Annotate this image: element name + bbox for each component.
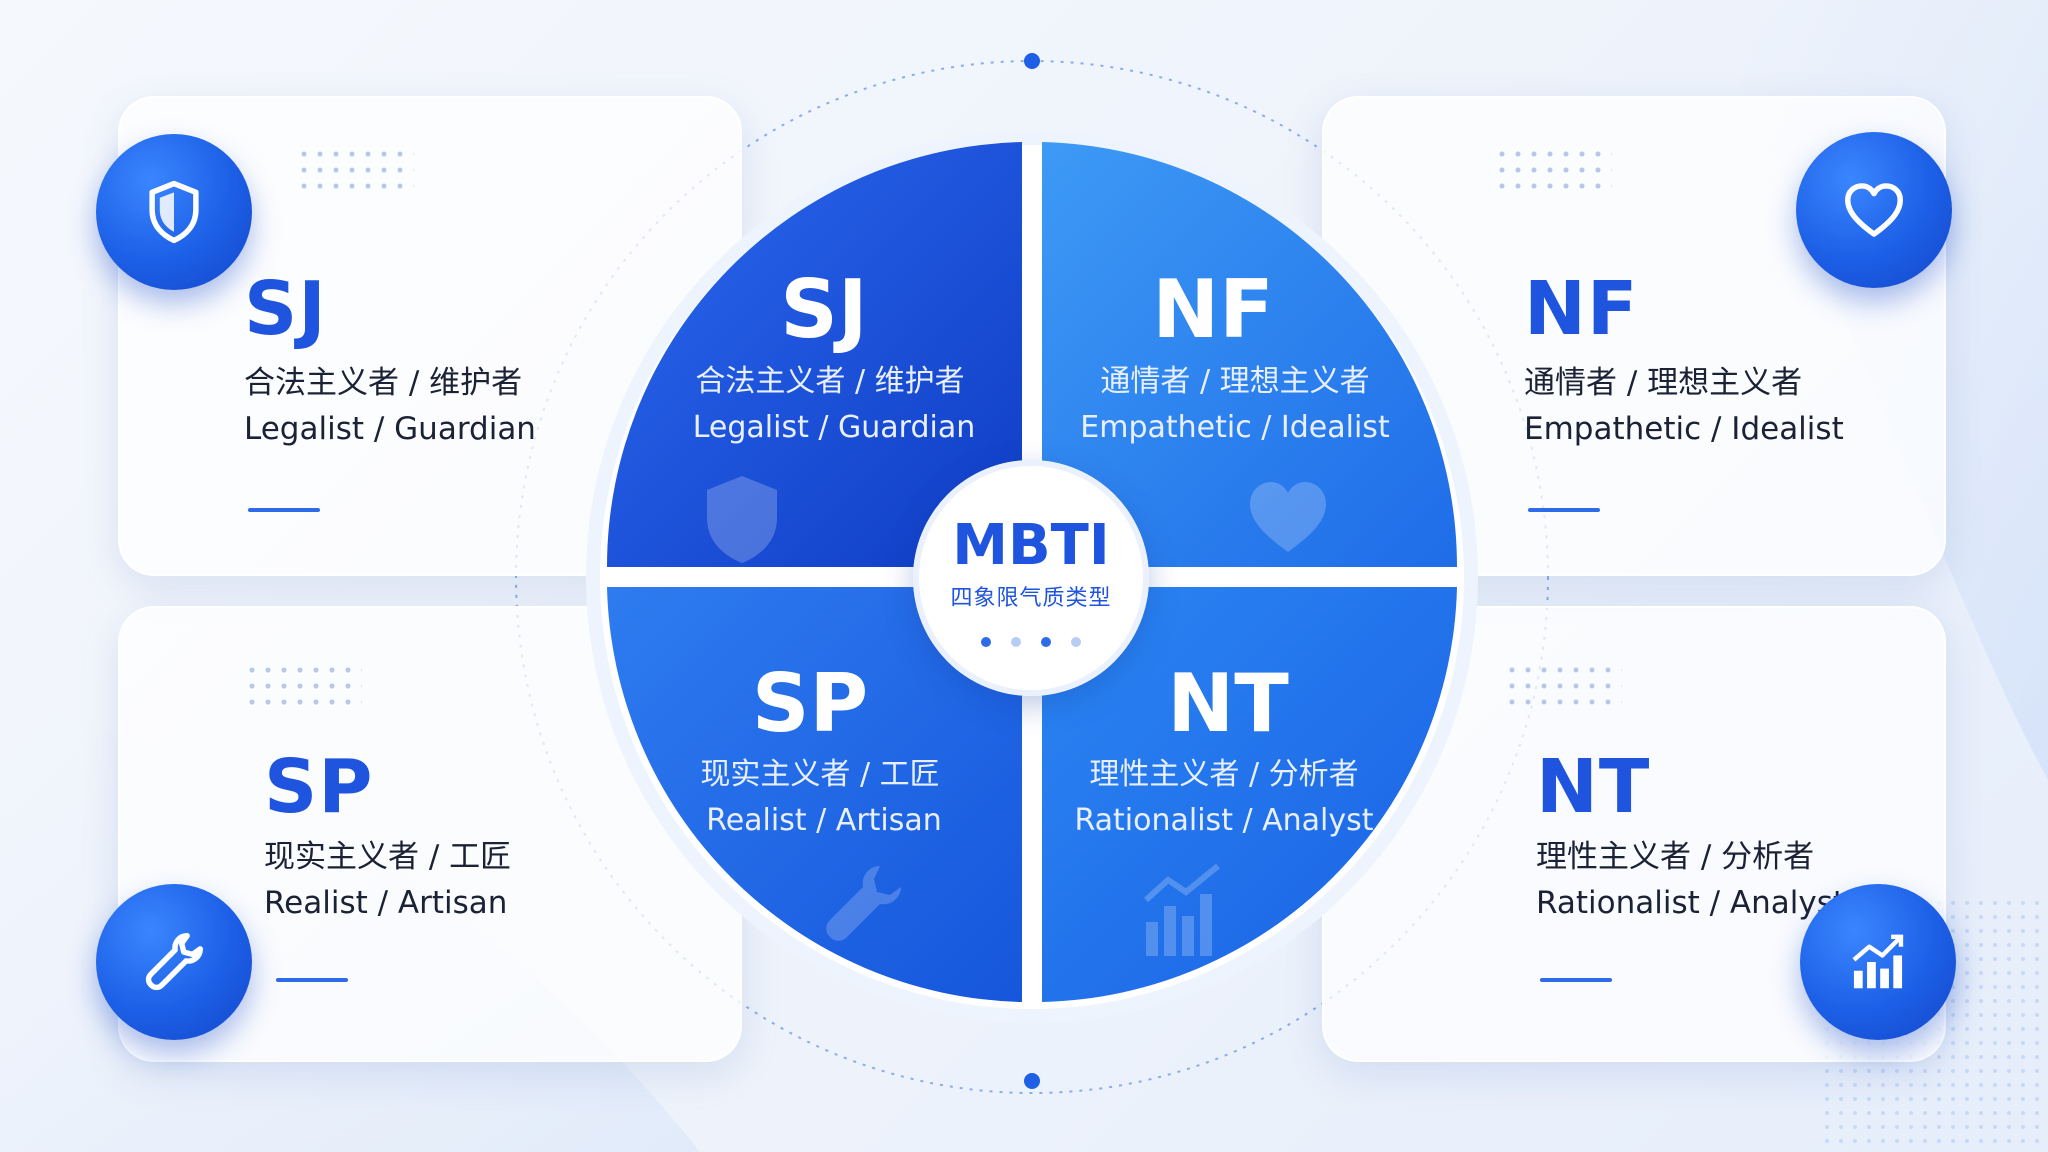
card-nf-en-label: Empathetic / Idealist (1524, 411, 1844, 447)
shield-badge (96, 134, 252, 290)
card-nf-accent-line (1528, 508, 1600, 512)
bar-chart-icon (1852, 934, 1904, 989)
card-sp-accent-line (276, 978, 348, 982)
pager-dot[interactable] (1041, 637, 1051, 647)
card-nf-zh-label: 通情者 / 理想主义者 (1524, 365, 1803, 401)
pager-dots[interactable] (981, 637, 1081, 647)
heart-watermark-icon (1250, 482, 1326, 552)
quadrant-nf-en-label: Empathetic / Idealist (1080, 410, 1390, 445)
quadrant-nf-code: NF (1152, 263, 1274, 356)
quadrant-sp-code: SP (751, 657, 869, 750)
quadrant-sj[interactable] (607, 142, 1022, 567)
quadrant-sj-code: SJ (780, 263, 868, 356)
pager-dot[interactable] (1011, 637, 1021, 647)
card-sp-code: SP (264, 744, 374, 830)
bar-chart-badge (1800, 884, 1956, 1040)
dots-decoration (296, 146, 414, 190)
pager-dot[interactable] (981, 637, 991, 647)
quadrant-sp[interactable] (607, 587, 1022, 1002)
heart-icon (1845, 183, 1903, 237)
heart-badge (1796, 132, 1952, 288)
card-sj-accent-line (248, 508, 320, 512)
quadrant-nt-zh-label: 理性主义者 / 分析者 (1089, 757, 1359, 792)
center-title: MBTI (952, 513, 1110, 578)
bar-chart-watermark-icon (1143, 863, 1220, 956)
shield-icon (149, 180, 199, 244)
card-nt-en-label: Rationalist / Analyst (1536, 885, 1846, 921)
quadrant-nf-zh-label: 通情者 / 理想主义者 (1100, 364, 1370, 399)
card-sp-zh-label: 现实主义者 / 工匠 (264, 839, 512, 875)
card-nt-code: NT (1536, 744, 1651, 830)
shield-watermark-icon (707, 476, 777, 563)
card-sp-en-label: Realist / Artisan (264, 885, 508, 921)
quadrant-sj-zh-label: 合法主义者 / 维护者 (695, 364, 965, 399)
quadrant-nt[interactable] (1042, 587, 1457, 1002)
quadrant-nt-en-label: Rationalist / Analyst (1074, 803, 1374, 838)
center-disc (913, 460, 1149, 696)
quadrant-nt-code: NT (1167, 657, 1289, 750)
wrench-watermark-icon (826, 866, 901, 941)
quadrant-sj-en-label: Legalist / Guardian (692, 410, 976, 445)
card-nf-code: NF (1524, 266, 1639, 352)
dots-decoration (1494, 146, 1612, 190)
card-sj-code: SJ (244, 266, 327, 352)
pager-dot[interactable] (1071, 637, 1081, 647)
quadrant-sp-zh-label: 现实主义者 / 工匠 (700, 757, 940, 792)
card-sj-en-label: Legalist / Guardian (244, 411, 536, 447)
card-nt-accent-line (1540, 978, 1612, 982)
wrench-icon (145, 933, 203, 991)
quadrant-sp-en-label: Realist / Artisan (706, 803, 942, 838)
quadrant-nf[interactable] (1042, 142, 1458, 567)
dots-decoration (1504, 662, 1622, 706)
dots-decoration (244, 662, 362, 706)
center-subtitle: 四象限气质类型 (950, 586, 1112, 611)
card-nt-zh-label: 理性主义者 / 分析者 (1536, 839, 1815, 875)
wrench-badge (96, 884, 252, 1040)
card-sj-zh-label: 合法主义者 / 维护者 (244, 365, 523, 401)
